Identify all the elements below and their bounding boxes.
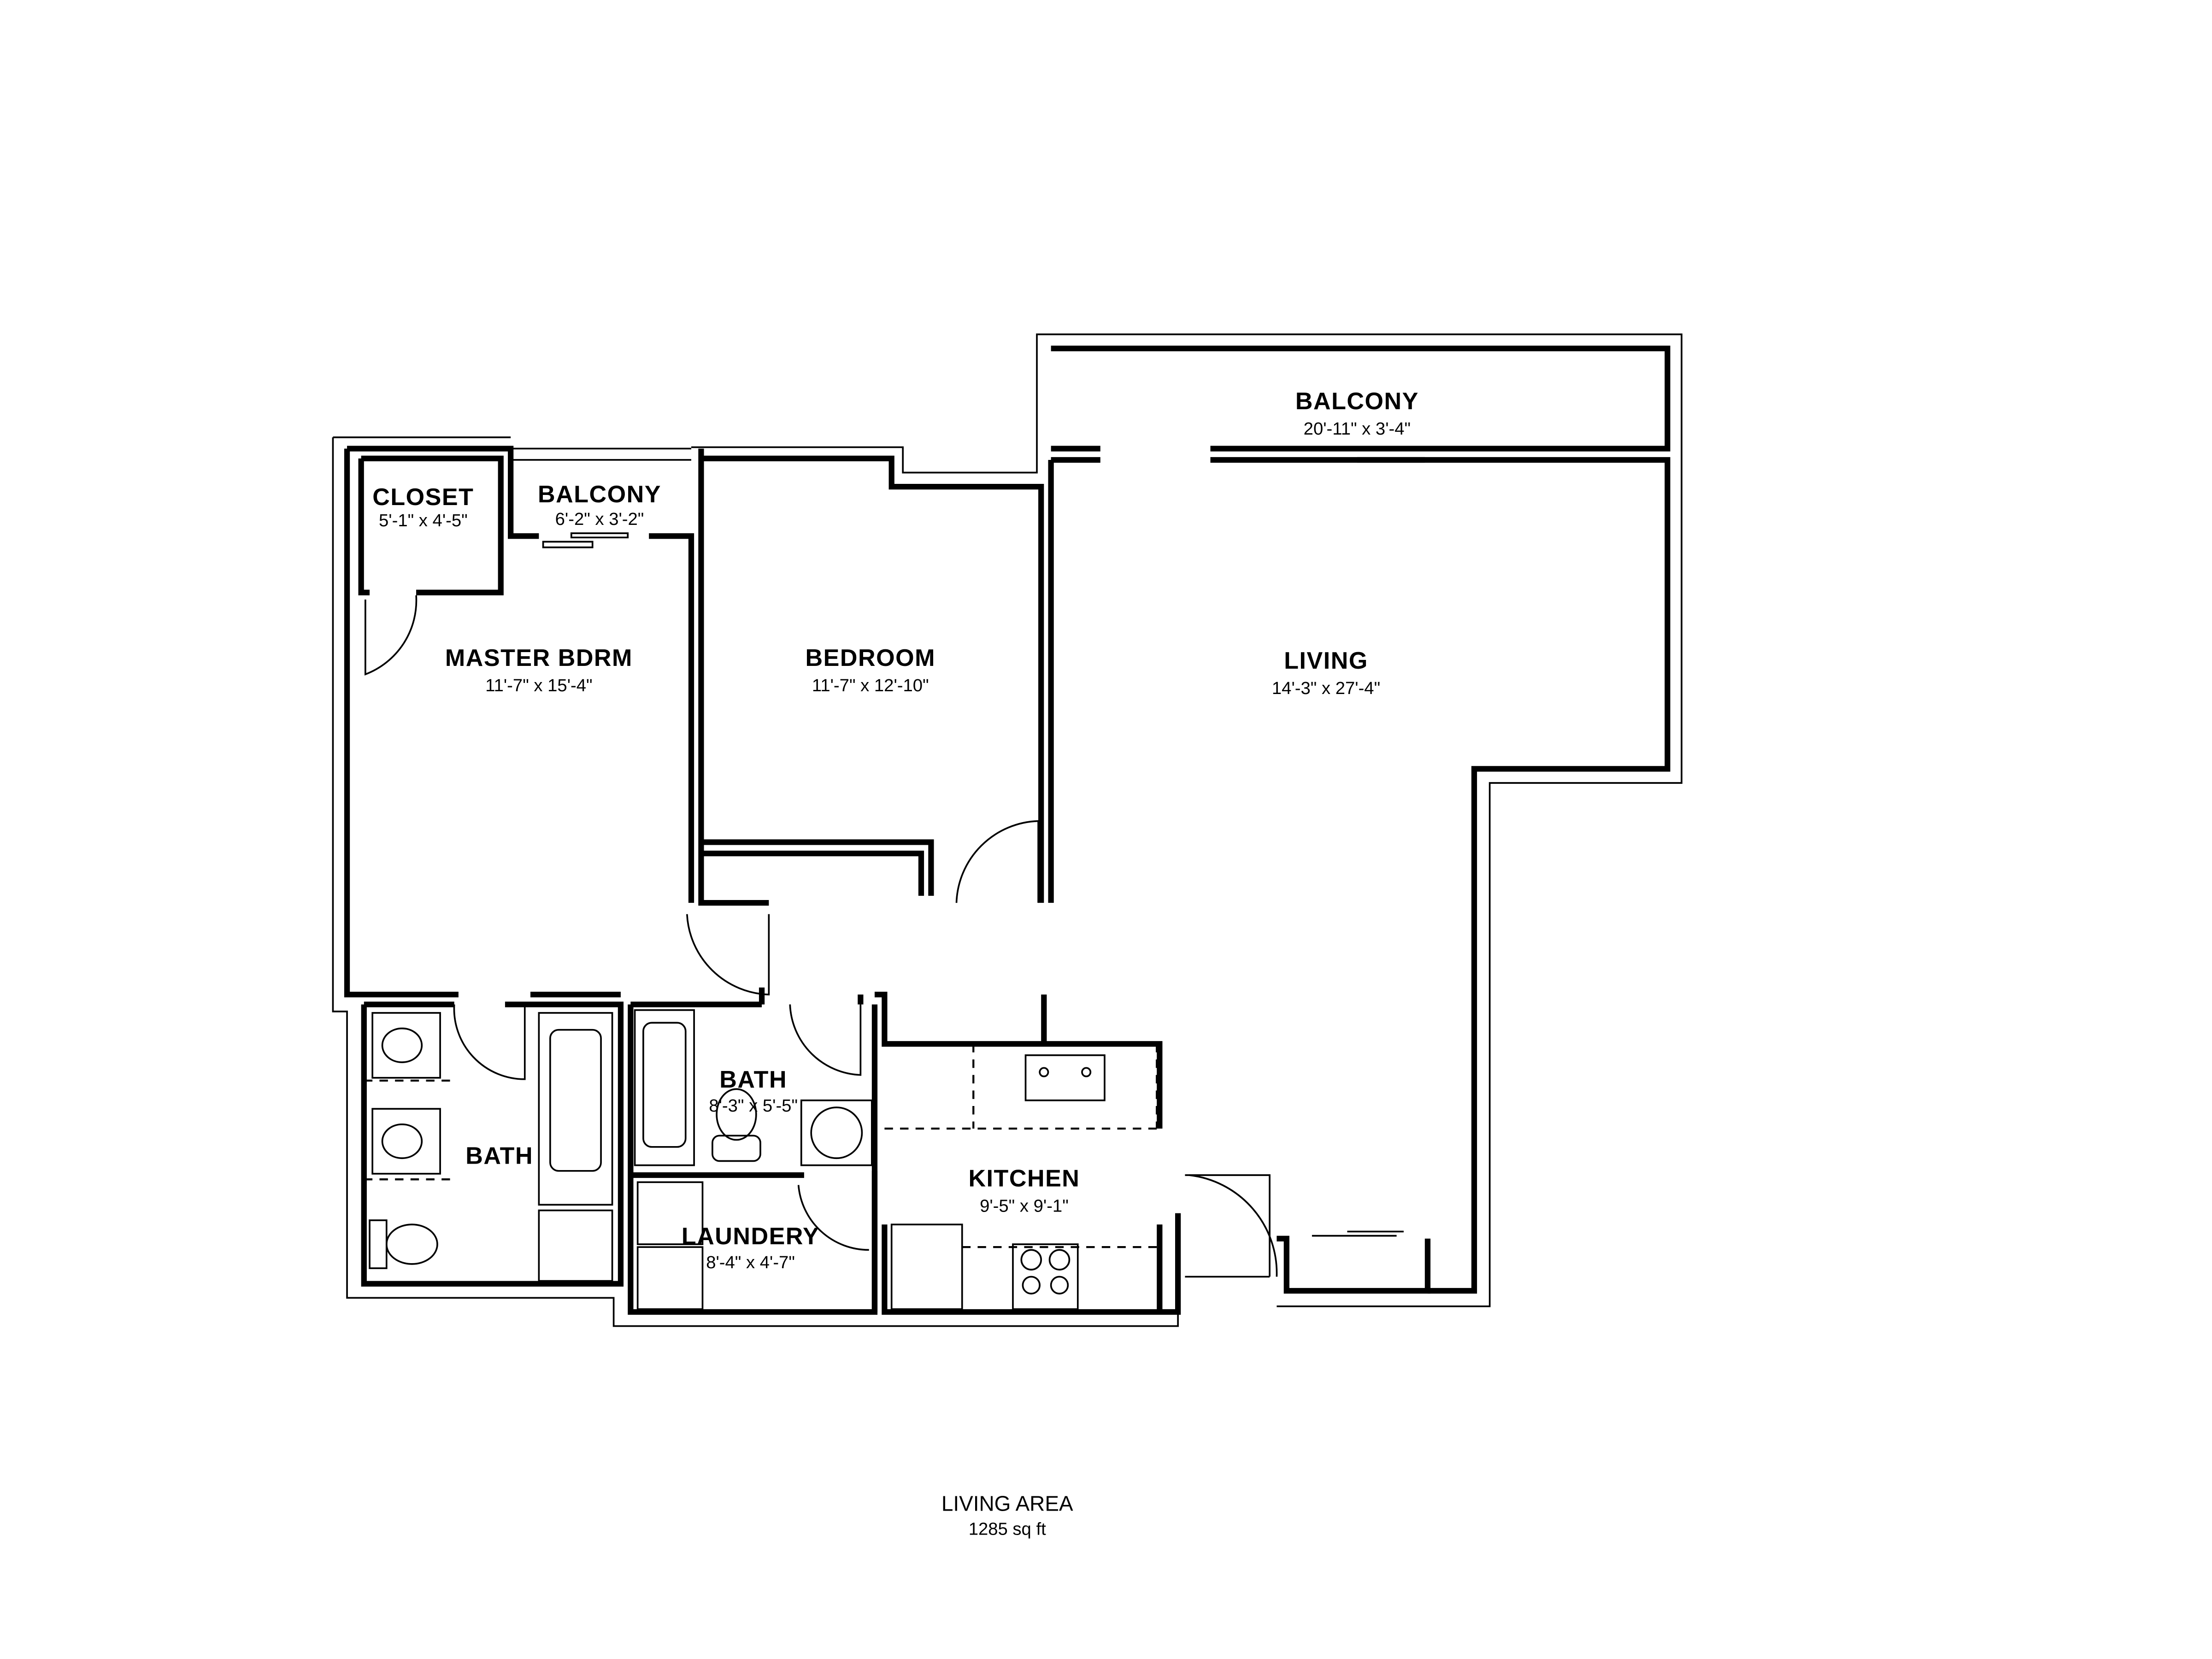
balcony-small-label: BALCONY — [538, 481, 661, 508]
laundry-dims: 8'-4" x 4'-7" — [706, 1253, 795, 1272]
sink-icon — [800, 1099, 873, 1166]
living-area-value: 1285 sq ft — [969, 1519, 1046, 1539]
bathtub-icon — [634, 1009, 695, 1166]
bedroom-label: BEDROOM — [806, 645, 935, 671]
balcony-large-label: BALCONY — [1295, 388, 1419, 415]
laundry-label: LAUNDERY — [682, 1223, 819, 1250]
toilet-icon — [369, 1219, 388, 1269]
kitchen-dims: 9'-5" x 9'-1" — [980, 1196, 1069, 1216]
master-bdrm-label: MASTER BDRM — [445, 645, 633, 671]
door-hall — [686, 914, 770, 996]
closet-label: CLOSET — [372, 484, 474, 511]
bedroom-dims: 11'-7" x 12'-10" — [812, 676, 929, 695]
walls — [344, 346, 1671, 1315]
refrigerator-icon — [890, 1224, 963, 1310]
sink-icon — [371, 1108, 441, 1175]
living-label: LIVING — [1284, 647, 1368, 674]
toilet-icon — [712, 1135, 761, 1162]
door-master-bath — [453, 1004, 526, 1080]
doors — [365, 595, 1278, 1277]
range-icon — [1012, 1243, 1079, 1310]
door-closet — [365, 595, 418, 676]
bathtub-icon — [538, 1012, 613, 1206]
balcony-small-dims: 6'-2" x 3'-2" — [555, 509, 644, 529]
living-area-summary: LIVING AREA 1285 sq ft — [941, 1492, 1073, 1539]
master-bath-label: BATH — [465, 1143, 533, 1170]
sink-icon — [371, 1012, 441, 1079]
door-entry[interactable] — [1189, 1174, 1278, 1277]
dryer-icon — [636, 1181, 704, 1245]
master-bdrm-dims: 11'-7" x 15'-4" — [485, 676, 592, 695]
door-bedroom — [955, 820, 1039, 903]
bath-dims: 8'-3" x 5'-5" — [709, 1096, 798, 1116]
door-laundry — [797, 1185, 869, 1251]
kitchen-label: KITCHEN — [968, 1165, 1080, 1192]
living-dims: 14'-3" x 27'-4" — [1272, 678, 1380, 698]
fixtures — [364, 1009, 1160, 1310]
closet-dims: 5'-1" x 4'-5" — [379, 511, 468, 530]
door-bath — [789, 1004, 862, 1076]
exterior-outline — [332, 333, 1683, 1327]
washer-icon — [636, 1246, 704, 1310]
room-labels: CLOSET 5'-1" x 4'-5" BALCONY 6'-2" x 3'-… — [372, 388, 1419, 1272]
living-area-label: LIVING AREA — [941, 1492, 1073, 1516]
kitchen-sink-icon — [1024, 1054, 1106, 1101]
balcony-large-dims: 20'-11" x 3'-4" — [1304, 419, 1411, 439]
bath-label: BATH — [719, 1066, 787, 1093]
